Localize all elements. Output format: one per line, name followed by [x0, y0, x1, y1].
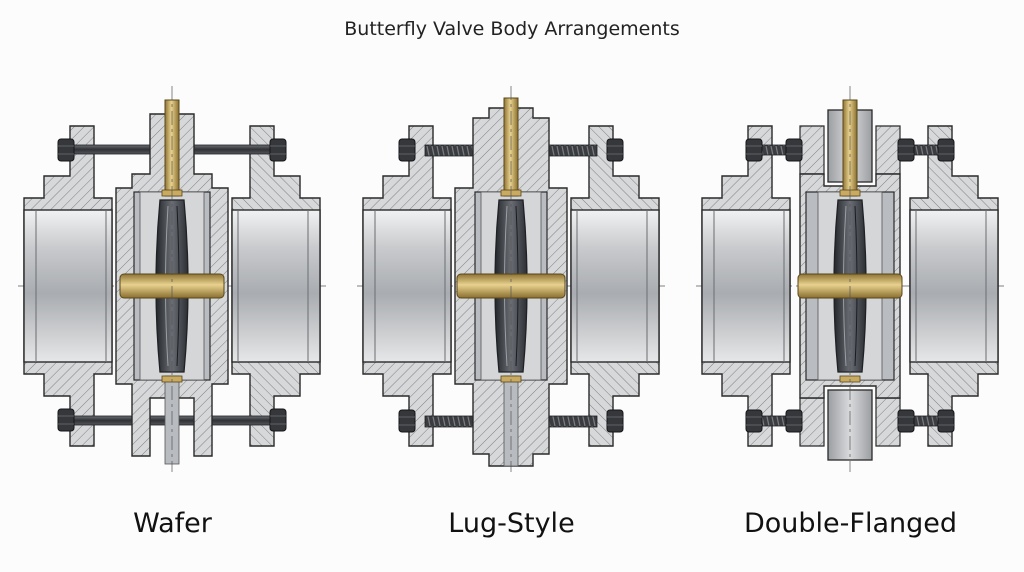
caption-lug-style: Lug-Style: [448, 508, 575, 539]
caption-double-flanged: Double-Flanged: [744, 508, 957, 539]
caption-wafer: Wafer: [133, 508, 212, 539]
double-flanged-valve-drawing: [696, 86, 1004, 472]
diagram-title: Butterfly Valve Body Arrangements: [344, 18, 680, 40]
lug-style-valve-drawing: [357, 86, 665, 472]
wafer-valve-drawing: [18, 86, 326, 472]
flange-bolts: [745, 138, 955, 433]
